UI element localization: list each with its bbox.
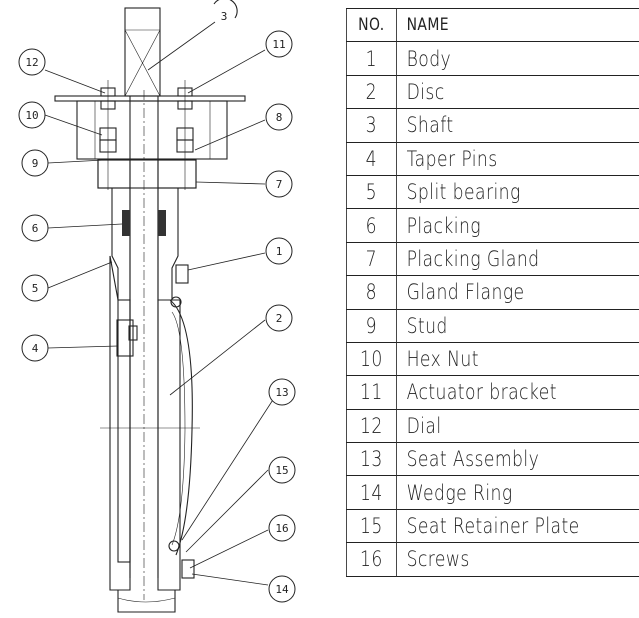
callout-9: 9 <box>21 149 49 177</box>
svg-text:1: 1 <box>276 245 283 258</box>
svg-text:4: 4 <box>32 342 39 355</box>
svg-text:7: 7 <box>276 178 283 191</box>
part-number: 2 <box>346 74 397 110</box>
part-number: 11 <box>346 375 397 410</box>
callout-11: 11 <box>265 30 293 58</box>
part-number: 7 <box>346 241 397 277</box>
svg-text:10: 10 <box>25 109 38 122</box>
part-name: Placking Gland <box>395 241 639 277</box>
callout-12: 12 <box>18 48 46 76</box>
part-name: Dial <box>395 408 639 444</box>
valve-section-drawing: 3 12 11 10 8 9 7 6 1 5 2 4 <box>18 0 296 613</box>
part-name: Body <box>395 41 639 76</box>
callout-14: 14 <box>268 575 296 603</box>
disc <box>100 299 200 563</box>
part-name: Taper Pins <box>395 141 639 176</box>
callout-2: 2 <box>265 304 293 332</box>
part-name: Seat Assembly <box>395 442 639 477</box>
valve-body <box>109 255 193 613</box>
gland-flange <box>97 159 197 189</box>
part-number: 13 <box>346 442 397 477</box>
svg-text:14: 14 <box>275 583 289 596</box>
svg-text:12: 12 <box>25 56 38 69</box>
callout-8: 8 <box>265 103 293 131</box>
svg-text:13: 13 <box>275 386 288 399</box>
callout-6: 6 <box>21 214 49 242</box>
part-number: 1 <box>346 41 397 76</box>
svg-text:11: 11 <box>272 38 285 51</box>
leader-lines <box>44 21 279 586</box>
shaft-top <box>124 7 161 97</box>
taper-pin <box>116 319 138 357</box>
part-name: Seat Retainer Plate <box>395 508 639 544</box>
svg-text:6: 6 <box>32 222 39 235</box>
part-number: 10 <box>346 341 397 377</box>
dial-plate <box>54 95 246 102</box>
callout-7: 7 <box>265 170 293 198</box>
part-number: 12 <box>346 408 397 444</box>
part-name: Placking <box>395 208 639 243</box>
callout-16: 16 <box>268 514 296 542</box>
part-number: 3 <box>346 108 397 143</box>
part-number: 6 <box>346 208 397 243</box>
part-number: 5 <box>346 174 397 210</box>
callout-15: 15 <box>268 456 296 484</box>
svg-text:8: 8 <box>276 111 283 124</box>
part-number: 16 <box>346 542 397 577</box>
svg-text:15: 15 <box>275 464 288 477</box>
body-bolts <box>168 264 195 579</box>
svg-text:16: 16 <box>275 522 288 535</box>
part-name: Split bearing <box>395 174 639 210</box>
callout-1: 1 <box>265 237 293 265</box>
part-name: Stud <box>395 308 639 343</box>
svg-text:2: 2 <box>276 312 283 325</box>
part-number: 14 <box>346 475 397 510</box>
part-name: Disc <box>395 74 639 110</box>
part-name: Actuator bracket <box>395 375 639 410</box>
column-header-no: NO. <box>346 7 397 43</box>
svg-text:9: 9 <box>32 157 39 170</box>
part-number: 9 <box>346 308 397 343</box>
actuator-bracket <box>76 100 228 160</box>
svg-text:5: 5 <box>32 282 39 295</box>
callout-5: 5 <box>21 274 49 302</box>
svg-text:3: 3 <box>221 10 228 23</box>
part-number: 8 <box>346 275 397 310</box>
shaft <box>129 90 159 600</box>
callout-4: 4 <box>21 334 49 362</box>
part-name: Wedge Ring <box>395 475 639 510</box>
body-neck <box>111 187 179 301</box>
table-header-row: NO. NAME <box>346 7 639 43</box>
callout-13: 13 <box>268 378 296 406</box>
part-number: 15 <box>346 508 397 544</box>
part-name: Screws <box>395 542 639 577</box>
part-name: Hex Nut <box>395 341 639 377</box>
column-header-name: NAME <box>395 7 639 43</box>
part-name: Gland Flange <box>395 275 639 310</box>
part-name: Shaft <box>395 108 639 143</box>
part-number: 4 <box>346 141 397 176</box>
callout-10: 10 <box>18 101 46 129</box>
callout-3: 3 <box>213 0 238 23</box>
